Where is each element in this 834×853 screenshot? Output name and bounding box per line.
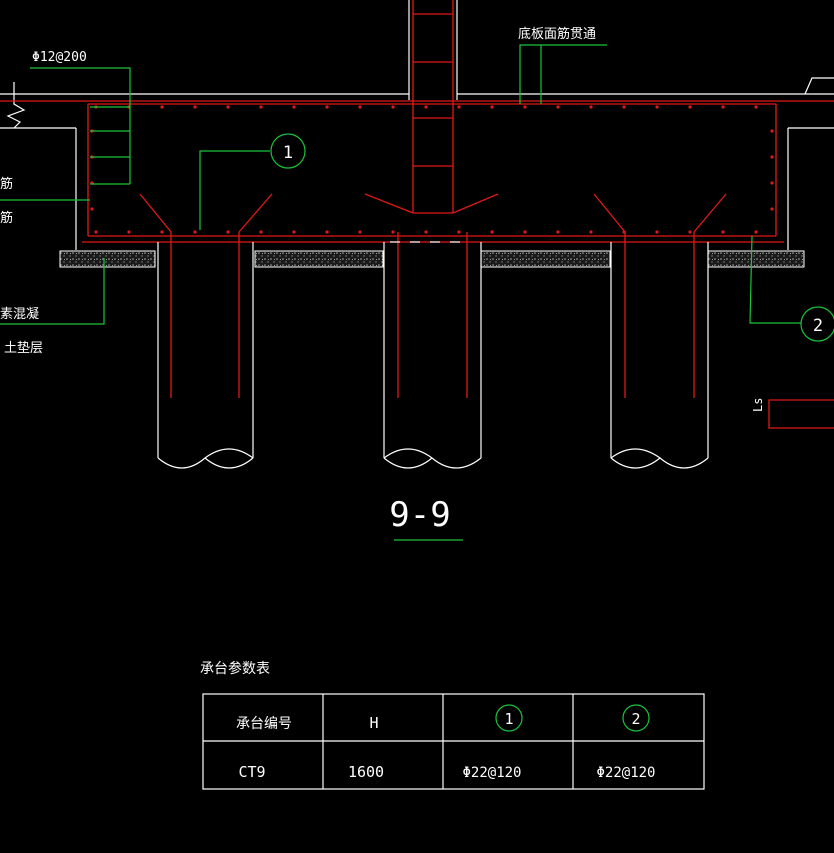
pile-1	[139, 193, 273, 469]
rebar-dot	[490, 105, 494, 109]
rebar-dot	[589, 105, 593, 109]
rebar-dot	[160, 105, 164, 109]
table-cell-rebar-1: Φ22@120	[462, 765, 521, 781]
table-cell-h: 1600	[348, 763, 384, 781]
rebar-dot	[754, 230, 758, 234]
rebar-dot	[754, 105, 758, 109]
rebar-dot	[457, 105, 461, 109]
leader-rebar-top: Φ12@200	[30, 50, 131, 185]
rebar-dot	[90, 207, 94, 211]
rebar-dot	[556, 105, 560, 109]
callout-2-number: 2	[813, 316, 823, 336]
leader-slab-through: 底板面筋贯通	[518, 26, 607, 104]
callout-1: 1	[199, 133, 306, 230]
rebar-dot	[688, 230, 692, 234]
rebar-dot	[358, 230, 362, 234]
rebar-dot	[193, 105, 197, 109]
table-cell-id: CT9	[238, 763, 265, 781]
table-header-h: H	[369, 714, 378, 732]
rebar-dot	[457, 230, 461, 234]
plain-concrete-label: 素混凝	[0, 306, 39, 322]
pile-3	[593, 193, 727, 469]
rebar-dot	[424, 105, 428, 109]
rebar-dot	[127, 230, 131, 234]
rebar-dot	[490, 230, 494, 234]
rebar-dot	[556, 230, 560, 234]
rebar-dot	[589, 230, 593, 234]
left-partial-label-2: 筋	[0, 210, 13, 226]
rebar-dot	[193, 230, 197, 234]
rebar-dot	[226, 105, 230, 109]
rebar-dot	[94, 230, 98, 234]
left-partial-label-1: 筋	[0, 176, 13, 192]
pile-2	[383, 232, 482, 469]
rebar-dot	[325, 105, 329, 109]
rebar-dot	[770, 129, 774, 133]
rebar-dot	[721, 105, 725, 109]
section-title-text: 9-9	[389, 495, 450, 535]
leader-left-partial: 筋 筋	[0, 176, 90, 226]
rebar-dot	[259, 105, 263, 109]
ls-label: Ls	[751, 398, 765, 412]
slab-through-label: 底板面筋贯通	[518, 26, 596, 42]
rebar-top-label: Φ12@200	[32, 50, 87, 65]
callout-1-number: 1	[283, 143, 293, 163]
rebar-dot	[160, 230, 164, 234]
ls-dimension: Ls	[751, 398, 834, 429]
parameter-table: 承台参数表 承台编号 H 1 2 CT9 1600 Φ22@120 Φ22@12…	[200, 660, 705, 790]
cap-rebar	[0, 100, 834, 243]
rebar-dot	[226, 230, 230, 234]
rebar-dot	[770, 207, 774, 211]
rebar-dot	[655, 230, 659, 234]
rebar-dot	[391, 105, 395, 109]
column	[364, 0, 499, 214]
rebar-dot	[770, 155, 774, 159]
callout-2: 2	[749, 235, 834, 342]
rebar-dot	[292, 105, 296, 109]
rebar-dot	[523, 105, 527, 109]
table-header-id: 承台编号	[236, 716, 292, 732]
rebar-dot	[721, 230, 725, 234]
rebar-dots	[90, 105, 774, 234]
cushion-label: 土垫层	[4, 340, 43, 356]
rebar-dot	[391, 230, 395, 234]
rebar-dot	[358, 105, 362, 109]
rebar-dot	[325, 230, 329, 234]
rebar-dot	[259, 230, 263, 234]
table-title: 承台参数表	[200, 660, 270, 677]
cushion-layer	[59, 250, 805, 268]
section-title: 9-9	[389, 495, 463, 541]
rebar-dot	[770, 181, 774, 185]
rebar-dot	[655, 105, 659, 109]
table-header-rebar-1: 1	[504, 710, 513, 728]
rebar-dot	[424, 230, 428, 234]
leader-cushion: 素混凝 土垫层	[0, 258, 105, 356]
rebar-dot	[622, 105, 626, 109]
table-cell-rebar-2: Φ22@120	[596, 765, 655, 781]
rebar-dot	[292, 230, 296, 234]
rebar-dot	[688, 105, 692, 109]
table-header-rebar-2: 2	[631, 710, 640, 728]
rebar-dot	[523, 230, 527, 234]
